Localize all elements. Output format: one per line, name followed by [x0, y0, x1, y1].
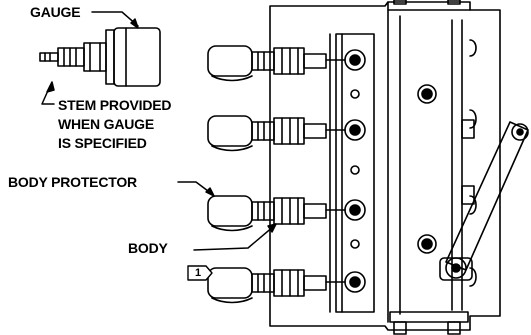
leader-lines [41, 11, 277, 251]
gauge-row-2 [207, 115, 366, 152]
gauge-row-4 [207, 267, 366, 304]
gauge-row-3 [207, 195, 366, 232]
body-label: BODY [128, 240, 168, 256]
stem-label-line-1: STEM PROVIDED [58, 97, 172, 113]
body-protector-label: BODY PROTECTOR [8, 174, 137, 190]
lever-arm [439, 121, 529, 281]
gauge-label: GAUGE [30, 4, 81, 20]
callout-number: 1 [194, 267, 202, 279]
stem-label-line-2: WHEN GAUGE [58, 116, 155, 132]
stem-label-line-3: IS SPECIFIED [58, 135, 147, 151]
gauge-row-1 [207, 45, 366, 82]
detached-gauge [39, 27, 161, 87]
flag-callout-icon [187, 265, 213, 281]
